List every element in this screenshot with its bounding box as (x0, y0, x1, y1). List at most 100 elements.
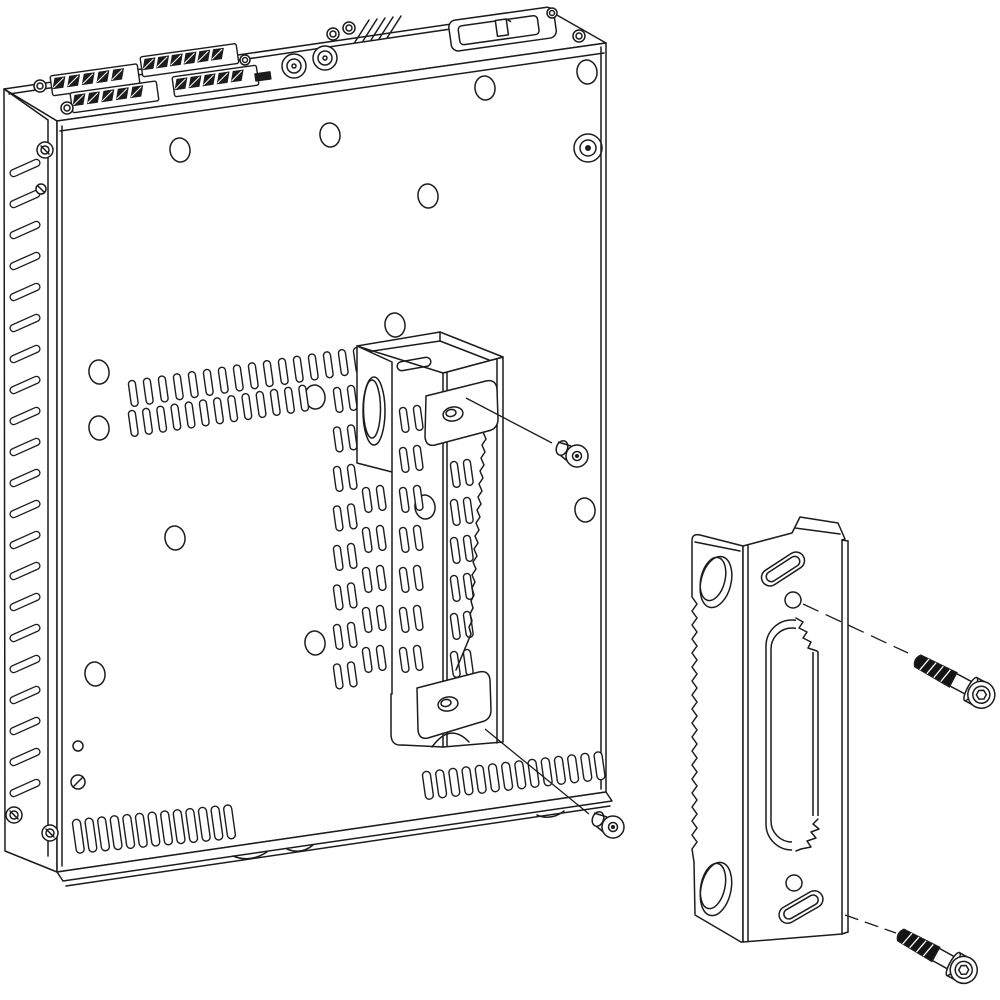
vent-slot (134, 812, 148, 848)
side-vent-slot (9, 499, 41, 519)
vent-slot (184, 401, 196, 429)
vent-slot (255, 390, 267, 419)
vent-slot (462, 458, 474, 486)
mounting-hole (88, 415, 110, 441)
vent-slot-arrays (71, 346, 606, 854)
vent-slot (210, 805, 224, 841)
vent-slot (398, 486, 410, 514)
loose-slot-bottom (778, 890, 824, 924)
vent-slot (332, 426, 344, 453)
side-vent-slot (9, 623, 41, 643)
leader-lines-solid (465, 397, 590, 815)
mounting-hole (384, 312, 406, 338)
left-face-screws (5, 141, 59, 842)
vent-slot (474, 764, 487, 794)
vent-slot (375, 604, 387, 632)
bracket-installed (356, 331, 504, 748)
vent-slot (540, 757, 553, 787)
vent-slot (462, 534, 474, 562)
vent-slot (449, 536, 461, 564)
antenna-holes (326, 21, 356, 41)
vent-slot (232, 364, 244, 392)
leader-upper (465, 397, 553, 444)
vent-slot (412, 444, 424, 472)
vent-slot (501, 761, 514, 791)
vent-slot (375, 524, 387, 552)
vent-slot (412, 404, 424, 432)
vent-slot (461, 766, 474, 796)
vent-slot (412, 524, 424, 552)
vent-slot (97, 816, 111, 852)
vent-slot (375, 644, 387, 672)
vent-slot (109, 815, 123, 851)
vent-slot (198, 399, 210, 427)
side-vent-slot (9, 313, 41, 333)
vent-slot (277, 357, 289, 385)
vent-slot (449, 574, 461, 602)
vent-slot (332, 584, 344, 611)
vent-slot (435, 769, 448, 799)
vent-slot (227, 395, 239, 423)
small-service-holes (70, 740, 86, 790)
vent-slot (332, 386, 344, 414)
side-vent-slot (9, 561, 41, 581)
vent-slot (202, 368, 214, 396)
bracket-side-flange (356, 345, 444, 748)
mounting-hole (164, 525, 186, 551)
vent-slot (292, 355, 304, 383)
vent-slot (398, 646, 410, 674)
bracket-upper-tab (424, 379, 499, 447)
side-vent-slot (9, 468, 41, 488)
vent-slot (412, 644, 424, 672)
side-vent-slot (9, 778, 41, 798)
side-vent-slot (9, 406, 41, 426)
vent-slot (332, 544, 344, 572)
vent-slot (147, 811, 161, 847)
vent-slot (84, 817, 98, 853)
leader-lower (484, 728, 590, 815)
cap-screw-upper (908, 647, 1000, 714)
small-port (254, 71, 272, 82)
vent-slot (187, 370, 199, 399)
foot-bump (232, 851, 268, 860)
vent-slot (361, 606, 373, 634)
lower-tab-screw-hole (437, 696, 459, 712)
vent-slot (332, 505, 344, 532)
vent-slot (298, 384, 310, 412)
vent-slot (398, 606, 410, 634)
loose-slot-top (760, 551, 806, 587)
vent-slot (332, 623, 344, 651)
loose-hole-top (784, 591, 802, 609)
side-vent-slot (9, 592, 41, 612)
mounting-hole (574, 497, 596, 523)
side-vent-column (9, 158, 41, 798)
side-vent-slot (9, 747, 41, 767)
bracket-bottom-notch (431, 732, 470, 748)
vent-slot (262, 359, 274, 388)
vent-slot (412, 564, 424, 592)
vents-through-cutout (449, 458, 474, 678)
vent-slot (322, 351, 334, 379)
vent-slot (462, 496, 474, 524)
vent-slot (346, 542, 358, 570)
vent-slot (553, 755, 567, 785)
loose-hole-bottom (785, 874, 803, 892)
chassis-front-face (56, 42, 607, 873)
mounting-hole (169, 137, 191, 163)
grommet-hole (573, 133, 603, 163)
leader-lines-dashed (802, 603, 909, 934)
loose-plate (742, 516, 849, 943)
vent-slot (361, 486, 373, 514)
mounting-hole (576, 59, 598, 85)
side-vent-slot (9, 437, 41, 457)
vent-slot (212, 397, 224, 425)
side-vent-slot (9, 251, 41, 271)
vent-slot (462, 572, 474, 600)
vent-slot (361, 526, 373, 554)
loose-center-cutout (765, 612, 826, 852)
leader-cap-lower (844, 914, 897, 934)
mounting-hole (319, 122, 341, 148)
chassis-bottom-strip (56, 791, 613, 882)
vent-slot (223, 804, 237, 840)
